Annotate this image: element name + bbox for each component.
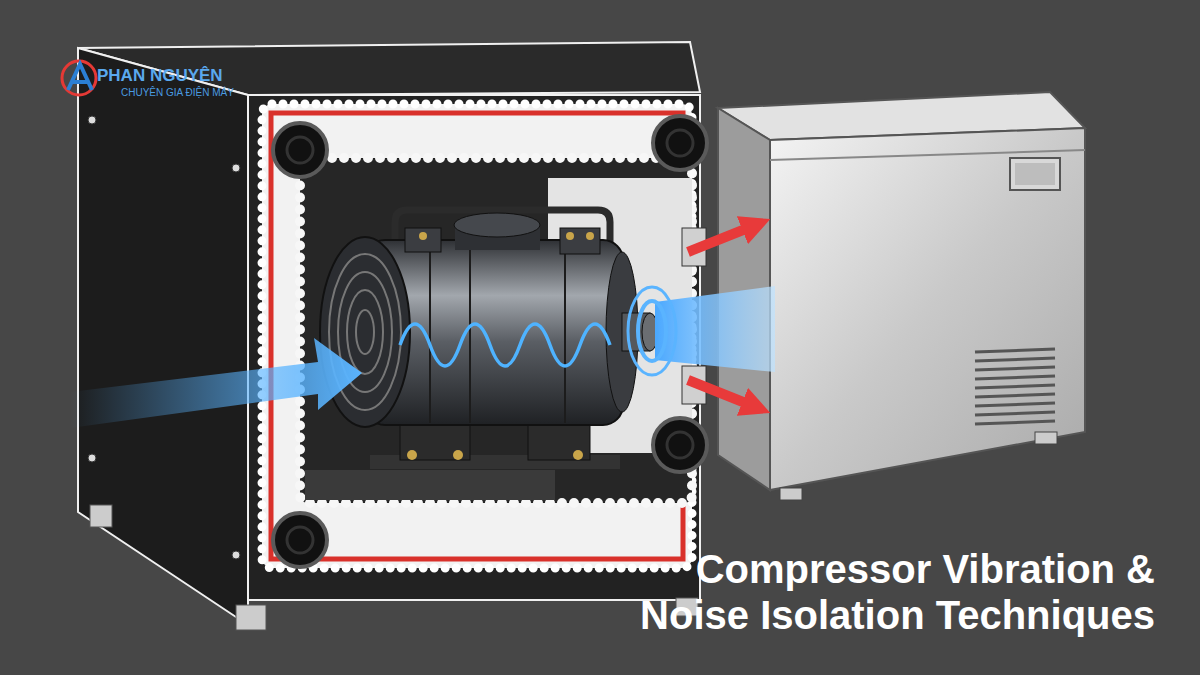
appliance-vents bbox=[975, 349, 1055, 424]
compressor-body bbox=[365, 240, 623, 425]
rubber-mount-ring bbox=[287, 137, 313, 163]
vibration-input-arrow bbox=[70, 338, 362, 428]
terminal-block bbox=[560, 228, 600, 254]
rubber-mount bbox=[273, 513, 327, 567]
end-cap-ring bbox=[347, 290, 383, 374]
rubber-mount-ring bbox=[667, 130, 693, 156]
vent-slot bbox=[975, 421, 1055, 424]
rubber-mount bbox=[653, 116, 707, 170]
vent-slot bbox=[975, 349, 1055, 352]
body-rib bbox=[564, 242, 566, 423]
screw bbox=[232, 551, 240, 559]
appliance-display-screen bbox=[1015, 163, 1055, 185]
body-rib bbox=[469, 242, 471, 423]
rubber-mount bbox=[653, 418, 707, 472]
vent-slot bbox=[975, 367, 1055, 370]
vent-slot bbox=[975, 376, 1055, 379]
terminal-block bbox=[405, 228, 441, 252]
vent-slot bbox=[975, 412, 1055, 415]
vent-slot bbox=[975, 385, 1055, 388]
terminal-screw bbox=[419, 232, 427, 240]
enclosure-side bbox=[78, 48, 248, 625]
rubber-mount-ring bbox=[667, 432, 693, 458]
appliance-front bbox=[770, 128, 1085, 490]
appliance-foot bbox=[1035, 432, 1057, 444]
screws bbox=[88, 116, 240, 559]
mount-shelf bbox=[305, 470, 555, 500]
end-cap bbox=[320, 237, 410, 427]
appliance-display bbox=[1010, 158, 1060, 190]
inner-cavity bbox=[300, 158, 692, 503]
bolt bbox=[453, 450, 463, 460]
bolt bbox=[573, 450, 583, 460]
vibration-ring bbox=[628, 287, 676, 375]
screw bbox=[232, 164, 240, 172]
enclosure-foot bbox=[90, 505, 112, 527]
brand-name: PHAN NGUYÊN bbox=[97, 66, 223, 86]
bolt bbox=[407, 450, 417, 460]
logo-mark bbox=[68, 64, 92, 90]
vent-slot bbox=[975, 394, 1055, 397]
top-cylinder-cap bbox=[454, 213, 540, 237]
brand-tagline: CHUYÊN GIA ĐIỆN MÁY bbox=[121, 87, 234, 98]
vibration-wave bbox=[400, 324, 610, 366]
appliance-foot bbox=[780, 488, 802, 500]
vent-slot bbox=[975, 358, 1055, 361]
logo-ring bbox=[62, 61, 96, 95]
diagram-title: Compressor Vibration & Noise Isolation T… bbox=[615, 546, 1155, 638]
rubber-mounts bbox=[273, 116, 707, 567]
body-rib bbox=[429, 242, 431, 423]
vibration-ring bbox=[638, 301, 666, 361]
rubber-mount-ring bbox=[287, 527, 313, 553]
enclosure-foot bbox=[236, 605, 266, 630]
isolated-output-beam bbox=[655, 286, 775, 372]
heat-vent-arrow bbox=[688, 228, 748, 252]
vent-slot bbox=[975, 403, 1055, 406]
screw bbox=[88, 116, 96, 124]
terminal-screw bbox=[586, 232, 594, 240]
rubber-mount bbox=[273, 123, 327, 177]
heat-vent-arrow bbox=[688, 380, 748, 404]
terminal-screw bbox=[566, 232, 574, 240]
screw bbox=[88, 454, 96, 462]
foam-insulation bbox=[262, 104, 692, 568]
end-cap-ring bbox=[356, 310, 374, 354]
